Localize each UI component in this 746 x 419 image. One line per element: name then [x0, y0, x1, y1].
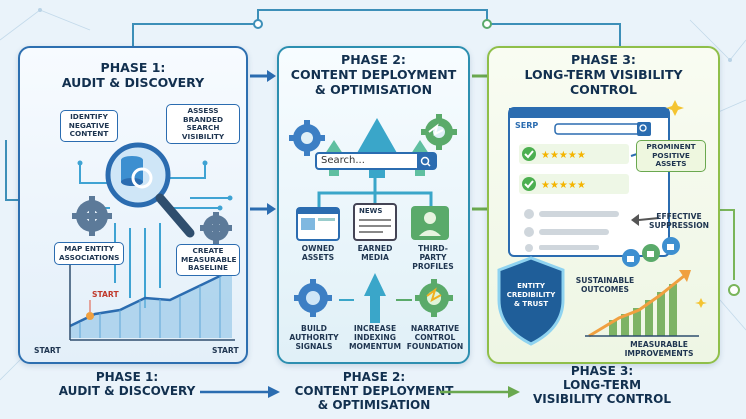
svg-text:★★★★★: ★★★★★ — [541, 180, 586, 191]
chart-start-right: START — [212, 346, 239, 355]
bottom-phase2: PHASE 2: CONTENT DEPLOYMENT & OPTIMISATI… — [294, 370, 454, 412]
news-icon-label: NEWS — [359, 207, 383, 215]
phase3-title: PHASE 3: LONG-TERM VISIBILITY CONTROL — [524, 52, 683, 97]
suppressed-results — [524, 209, 619, 252]
growth-chart — [585, 270, 699, 338]
phase2-panel: PHASE 2: CONTENT DEPLOYMENT & OPTIMISATI… — [277, 46, 470, 364]
gear-owned — [289, 120, 325, 156]
increase-indexing-momentum: INCREASE INDEXING MOMENTUM — [348, 324, 401, 351]
bottom-phase3: PHASE 3: LONG-TERM VISIBILITY CONTROL — [533, 364, 671, 406]
chart-start-top: START — [92, 290, 119, 299]
chart-start-left: START — [34, 346, 61, 355]
create-measurable-baseline: CREATE MEASURABLE BASELINE — [176, 244, 240, 276]
arrow-p1-p2-top — [250, 70, 276, 82]
serp-label: SERP — [515, 121, 539, 130]
gear-right — [200, 212, 232, 244]
search-icon[interactable] — [417, 154, 435, 168]
sustainable-outcomes: SUSTAINABLE OUTCOMES — [575, 276, 635, 294]
gear-authority — [294, 279, 332, 317]
measurable-improvements: MEASURABLE IMPROVEMENTS — [624, 340, 694, 358]
phase1-title: PHASE 1: AUDIT & DISCOVERY — [61, 60, 205, 90]
build-authority-signals: BUILD AUTHORITY SIGNALS — [289, 324, 339, 351]
narrative-control-foundation: NARRATIVE CONTROL FOUNDATION — [406, 324, 464, 351]
positive-result-2: ★★★★★ — [519, 174, 629, 194]
effective-suppression: EFFECTIVE SUPPRESSION — [648, 212, 710, 230]
phase2-title: PHASE 2: CONTENT DEPLOYMENT & OPTIMISATI… — [290, 52, 457, 97]
earned-media-label: EARNED MEDIA — [357, 244, 393, 262]
bottom-phase1: PHASE 1: AUDIT & DISCOVERY — [58, 370, 196, 398]
third-party-profiles-label: THIRD-PARTY PROFILES — [412, 244, 454, 271]
phase1-illustration — [69, 142, 235, 341]
entity-credibility-shield: ENTITY CREDIBILITY & TRUST — [506, 282, 556, 308]
search-input[interactable]: Search... — [321, 155, 365, 166]
prominent-positive-assets: PROMINENT POSITIVE ASSETS — [636, 140, 706, 172]
phase1-panel: PHASE 1: AUDIT & DISCOVERY — [18, 46, 248, 364]
bottom-arrow-1 — [200, 386, 280, 398]
phase2-illustration — [289, 114, 457, 323]
search-bar[interactable]: Search... — [315, 152, 437, 170]
gear-left — [72, 196, 112, 236]
assess-branded-visibility: ASSESS BRANDED SEARCH VISIBILITY — [166, 104, 240, 145]
thumbs-up-icons — [622, 237, 680, 267]
phase3-illustration: ★★★★★ ★★★★★ — [497, 100, 707, 346]
phase3-panel: PHASE 3: LONG-TERM VISIBILITY CONTROL ★★… — [487, 46, 720, 364]
baseline-chart — [69, 263, 235, 341]
owned-assets-label: OWNED ASSETS — [301, 244, 335, 262]
svg-text:★★★★★: ★★★★★ — [541, 150, 586, 161]
positive-result-1: ★★★★★ — [519, 144, 629, 164]
growth-arrow — [357, 118, 397, 178]
trust-shield — [497, 256, 565, 346]
identify-negative-content: IDENTIFY NEGATIVE CONTENT — [60, 110, 118, 142]
map-entity-associations: MAP ENTITY ASSOCIATIONS — [54, 242, 124, 266]
arrow-p1-p2-mid — [250, 203, 276, 215]
bottom-arrow-2 — [440, 386, 520, 398]
